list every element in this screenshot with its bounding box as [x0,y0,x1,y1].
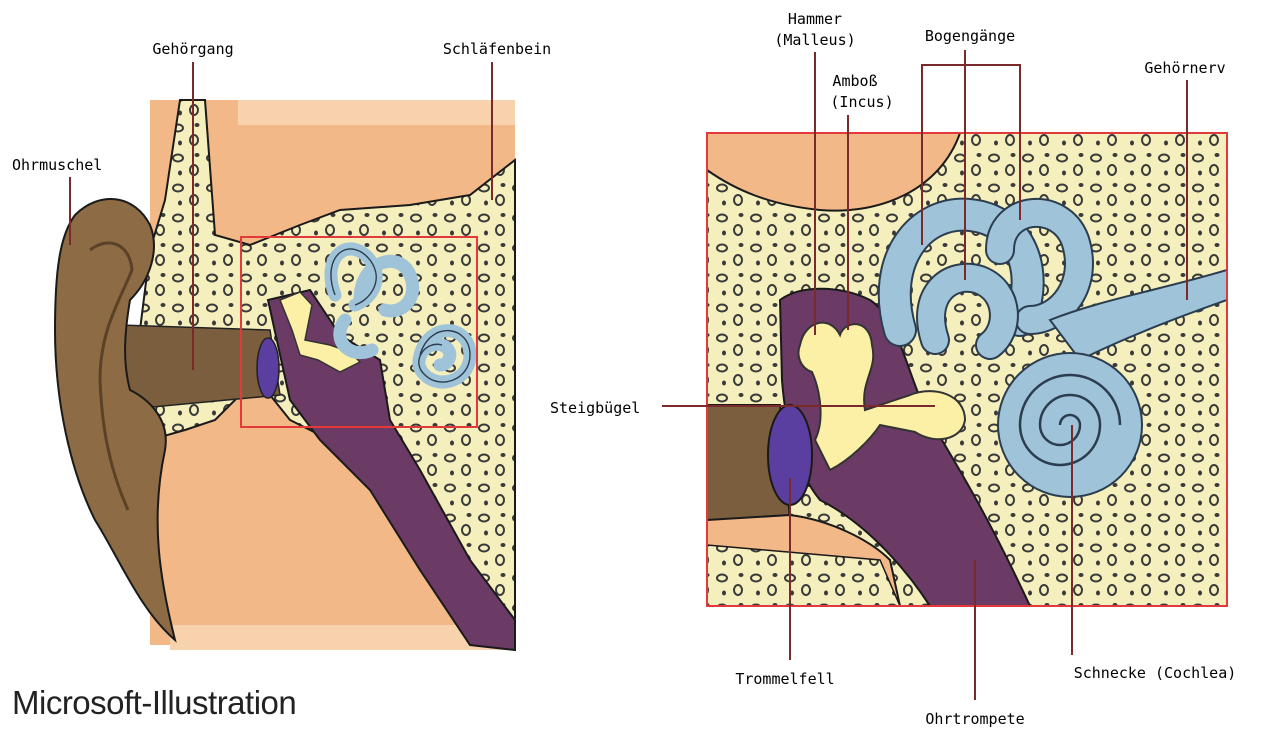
label-schnecke: Schnecke (Cochlea) [1074,664,1237,682]
label-incus: (Incus) [830,93,893,111]
label-amboss: Amboß [832,72,877,90]
label-schlaefenbein: Schläfenbein [443,40,551,58]
label-malleus: (Malleus) [774,31,855,49]
label-ohrtrompete: Ohrtrompete [925,710,1024,728]
eardrum-overview [257,338,279,398]
label-ohrmuschel: Ohrmuschel [12,156,102,174]
label-gehoergang: Gehörgang [152,40,233,58]
label-trommelfell: Trommelfell [735,670,834,688]
detail-illustration [707,133,1227,606]
ear-canal [120,325,280,410]
head-skin-fringe-top [238,100,515,125]
label-gehoernerv: Gehörnerv [1144,59,1225,77]
overview-illustration [55,100,515,650]
label-hammer: Hammer [788,10,842,28]
detail-cochlea [998,353,1142,497]
label-steigbuegel: Steigbügel [550,399,640,417]
label-bogengaenge: Bogengänge [925,27,1015,45]
illustration-credit: Microsoft-Illustration [12,684,296,722]
